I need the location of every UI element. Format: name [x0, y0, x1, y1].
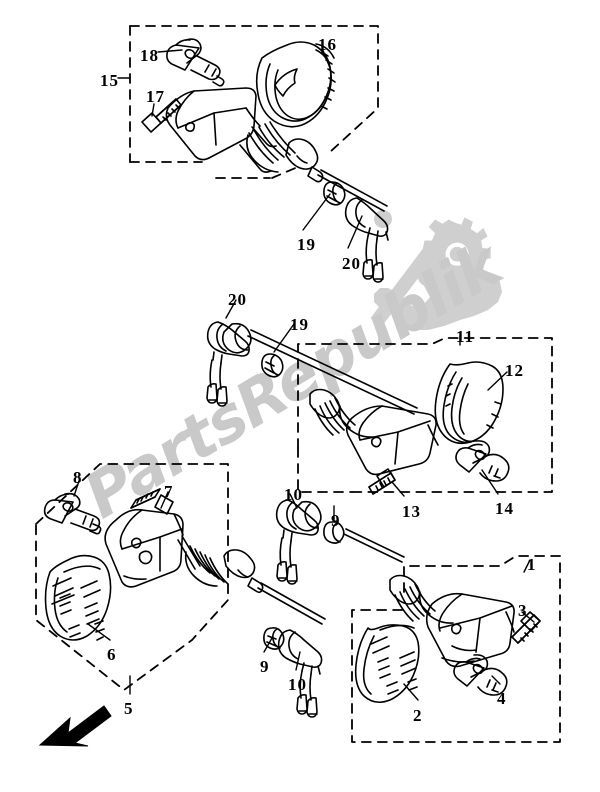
group-box-5 [35, 463, 229, 691]
callout-20-middle: 20 [228, 290, 247, 309]
callout-19-middle: 19 [290, 315, 309, 334]
part-6-lens [44, 554, 112, 641]
callout-10-upper: 10 [284, 485, 303, 504]
callout-10-lower: 10 [288, 675, 307, 694]
callout-3: 3 [518, 601, 528, 620]
group-box-1 [351, 555, 561, 743]
part-19-grommet-upper [323, 181, 346, 206]
group-box-15 [129, 25, 379, 179]
part-13-screw [368, 468, 396, 495]
flasher-body-rear-left [165, 87, 388, 212]
callout-16: 16 [318, 35, 337, 54]
group-box-11 [297, 337, 553, 493]
part-20-connector-upper [344, 197, 389, 283]
callout-13: 13 [402, 502, 421, 521]
part-4-bulb [453, 654, 508, 696]
callout-9-upper: 9 [331, 511, 341, 530]
flag-with-gear-logo [370, 210, 502, 330]
callout-15: 15 [100, 71, 119, 90]
callout-6: 6 [107, 645, 117, 664]
part-10-connector-lower [277, 629, 323, 718]
shaft-front-right [343, 528, 405, 563]
part-8-bulb [43, 492, 102, 535]
flasher-body-front-left [104, 508, 326, 625]
callout-20-upper: 20 [342, 254, 361, 273]
callout-1: 1 [527, 555, 537, 574]
callout-9-lower: 9 [260, 657, 270, 676]
callout-14: 14 [495, 499, 514, 518]
part-9-grommet-upper [323, 521, 345, 544]
callout-7: 7 [164, 482, 174, 501]
callout-19-upper: 19 [297, 235, 316, 254]
callout-12: 12 [505, 361, 524, 380]
callout-11: 11 [456, 327, 475, 346]
part-18-bulb [166, 38, 225, 87]
flasher-body-front-right [389, 574, 515, 668]
part-10-connector-upper [275, 499, 322, 585]
callout-8: 8 [73, 468, 83, 487]
forward-direction-arrow [38, 705, 112, 747]
callout-2: 2 [413, 706, 423, 725]
part-20-connector-middle [206, 321, 252, 407]
part-2-lens [354, 624, 420, 704]
part-12-lens [434, 361, 504, 445]
callout-17: 17 [146, 87, 165, 106]
part-7-screw [130, 488, 174, 515]
callout-5: 5 [124, 699, 134, 718]
part-14-bulb [455, 440, 510, 482]
part-16-lens [255, 41, 336, 128]
leader-lines [73, 47, 535, 701]
callout-4: 4 [497, 689, 507, 708]
callout-18: 18 [140, 46, 159, 65]
flasher-body-rear-right [309, 388, 439, 476]
part-19-grommet-middle [261, 353, 284, 378]
